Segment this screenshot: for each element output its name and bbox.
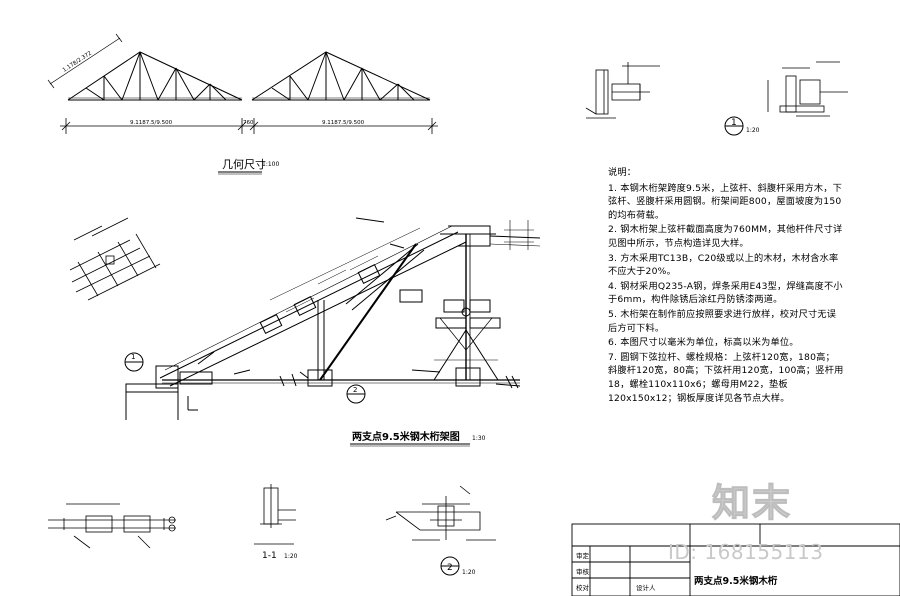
bottom-left-detail (48, 503, 176, 549)
title-block-drawing-name: 两支点9.5米钢木桁 (694, 575, 778, 587)
detail-2-title-scale: 1:20 (462, 569, 476, 576)
top-chord-dim-label: 1.178/2.372 (62, 50, 93, 73)
title-block-sign: 设计人 (636, 583, 656, 592)
title-block-row-1: 审定 (576, 551, 590, 560)
main-truss (125, 217, 541, 420)
detail-marker-1-label: 1 (131, 353, 135, 361)
slope-dimension (47, 33, 123, 89)
detail-1-title-scale: 1:20 (746, 127, 760, 134)
detail-2-bottom (385, 485, 496, 541)
note-item-5: 5. 木桁架在制作前应按照要求进行放样，校对尺寸无误后方可下料。 (608, 308, 837, 334)
top-title: 几何尺寸 (222, 157, 266, 171)
notes-panel: 说明： 1. 本钢木桁架跨度9.5米，上弦杆、斜腹杆采用方木，下弦杆、竖腹杆采用… (608, 166, 844, 406)
section-11-title: 1-1 (262, 551, 277, 561)
title-block-row-3: 校对 (576, 583, 590, 592)
watermark-logo: 知末 (711, 481, 793, 526)
span-right-label: 9.1187.5/9.500 (322, 120, 365, 126)
note-item-7: 7. 圆钢下弦拉杆、螺栓规格：上弦杆120宽，180高；斜腹杆120宽，80高；… (608, 351, 844, 404)
main-title-scale: 1:30 (472, 435, 486, 442)
note-item-6: 6. 本图尺寸以毫米为单位，标高以米为单位。 (608, 337, 799, 349)
title-block-frame (571, 523, 900, 596)
top-title-scale: 1:100 (262, 161, 279, 168)
truss-elevation-left (67, 51, 243, 101)
notes-heading: 说明： (608, 167, 637, 178)
detail-marker-2-label: 2 (353, 386, 357, 394)
watermark-id: ID: 168155113 (668, 540, 824, 564)
detail-small-b (767, 61, 848, 117)
truss-elevation-right (251, 51, 431, 101)
note-item-1: 1. 本钢木桁架跨度9.5米，上弦杆、斜腹杆采用方木，下弦杆、竖腹杆采用圆钢。桁… (608, 182, 843, 221)
note-item-3: 3. 方木采用TC13B，C20级或以上的木材，木材含水率不应大于20%。 (608, 252, 839, 278)
span-dimension-line (60, 118, 438, 134)
note-item-4: 4. 钢材采用Q235-A钢，焊条采用E43型，焊缝高度不小于6mm，构件除锈后… (608, 280, 843, 306)
detail-small-a (585, 62, 660, 119)
detail-2-title-number: 2 (447, 563, 453, 573)
section-11-scale: 1:20 (284, 553, 298, 560)
span-gap-label: 760 (243, 120, 254, 126)
section-1-1 (254, 484, 296, 545)
detail-1-title-number: 1 (731, 118, 737, 128)
note-item-2: 2. 钢木桁架上弦杆截面高度为760MM，其他杆件尺寸详见图中所示，节点构造详见… (608, 224, 843, 249)
purlin-detail (69, 217, 161, 301)
title-block-row-2: 审核 (576, 567, 590, 576)
main-title: 两支点9.5米钢木桁架图 (352, 430, 460, 443)
span-left-label: 9.1187.5/9.500 (130, 120, 173, 126)
